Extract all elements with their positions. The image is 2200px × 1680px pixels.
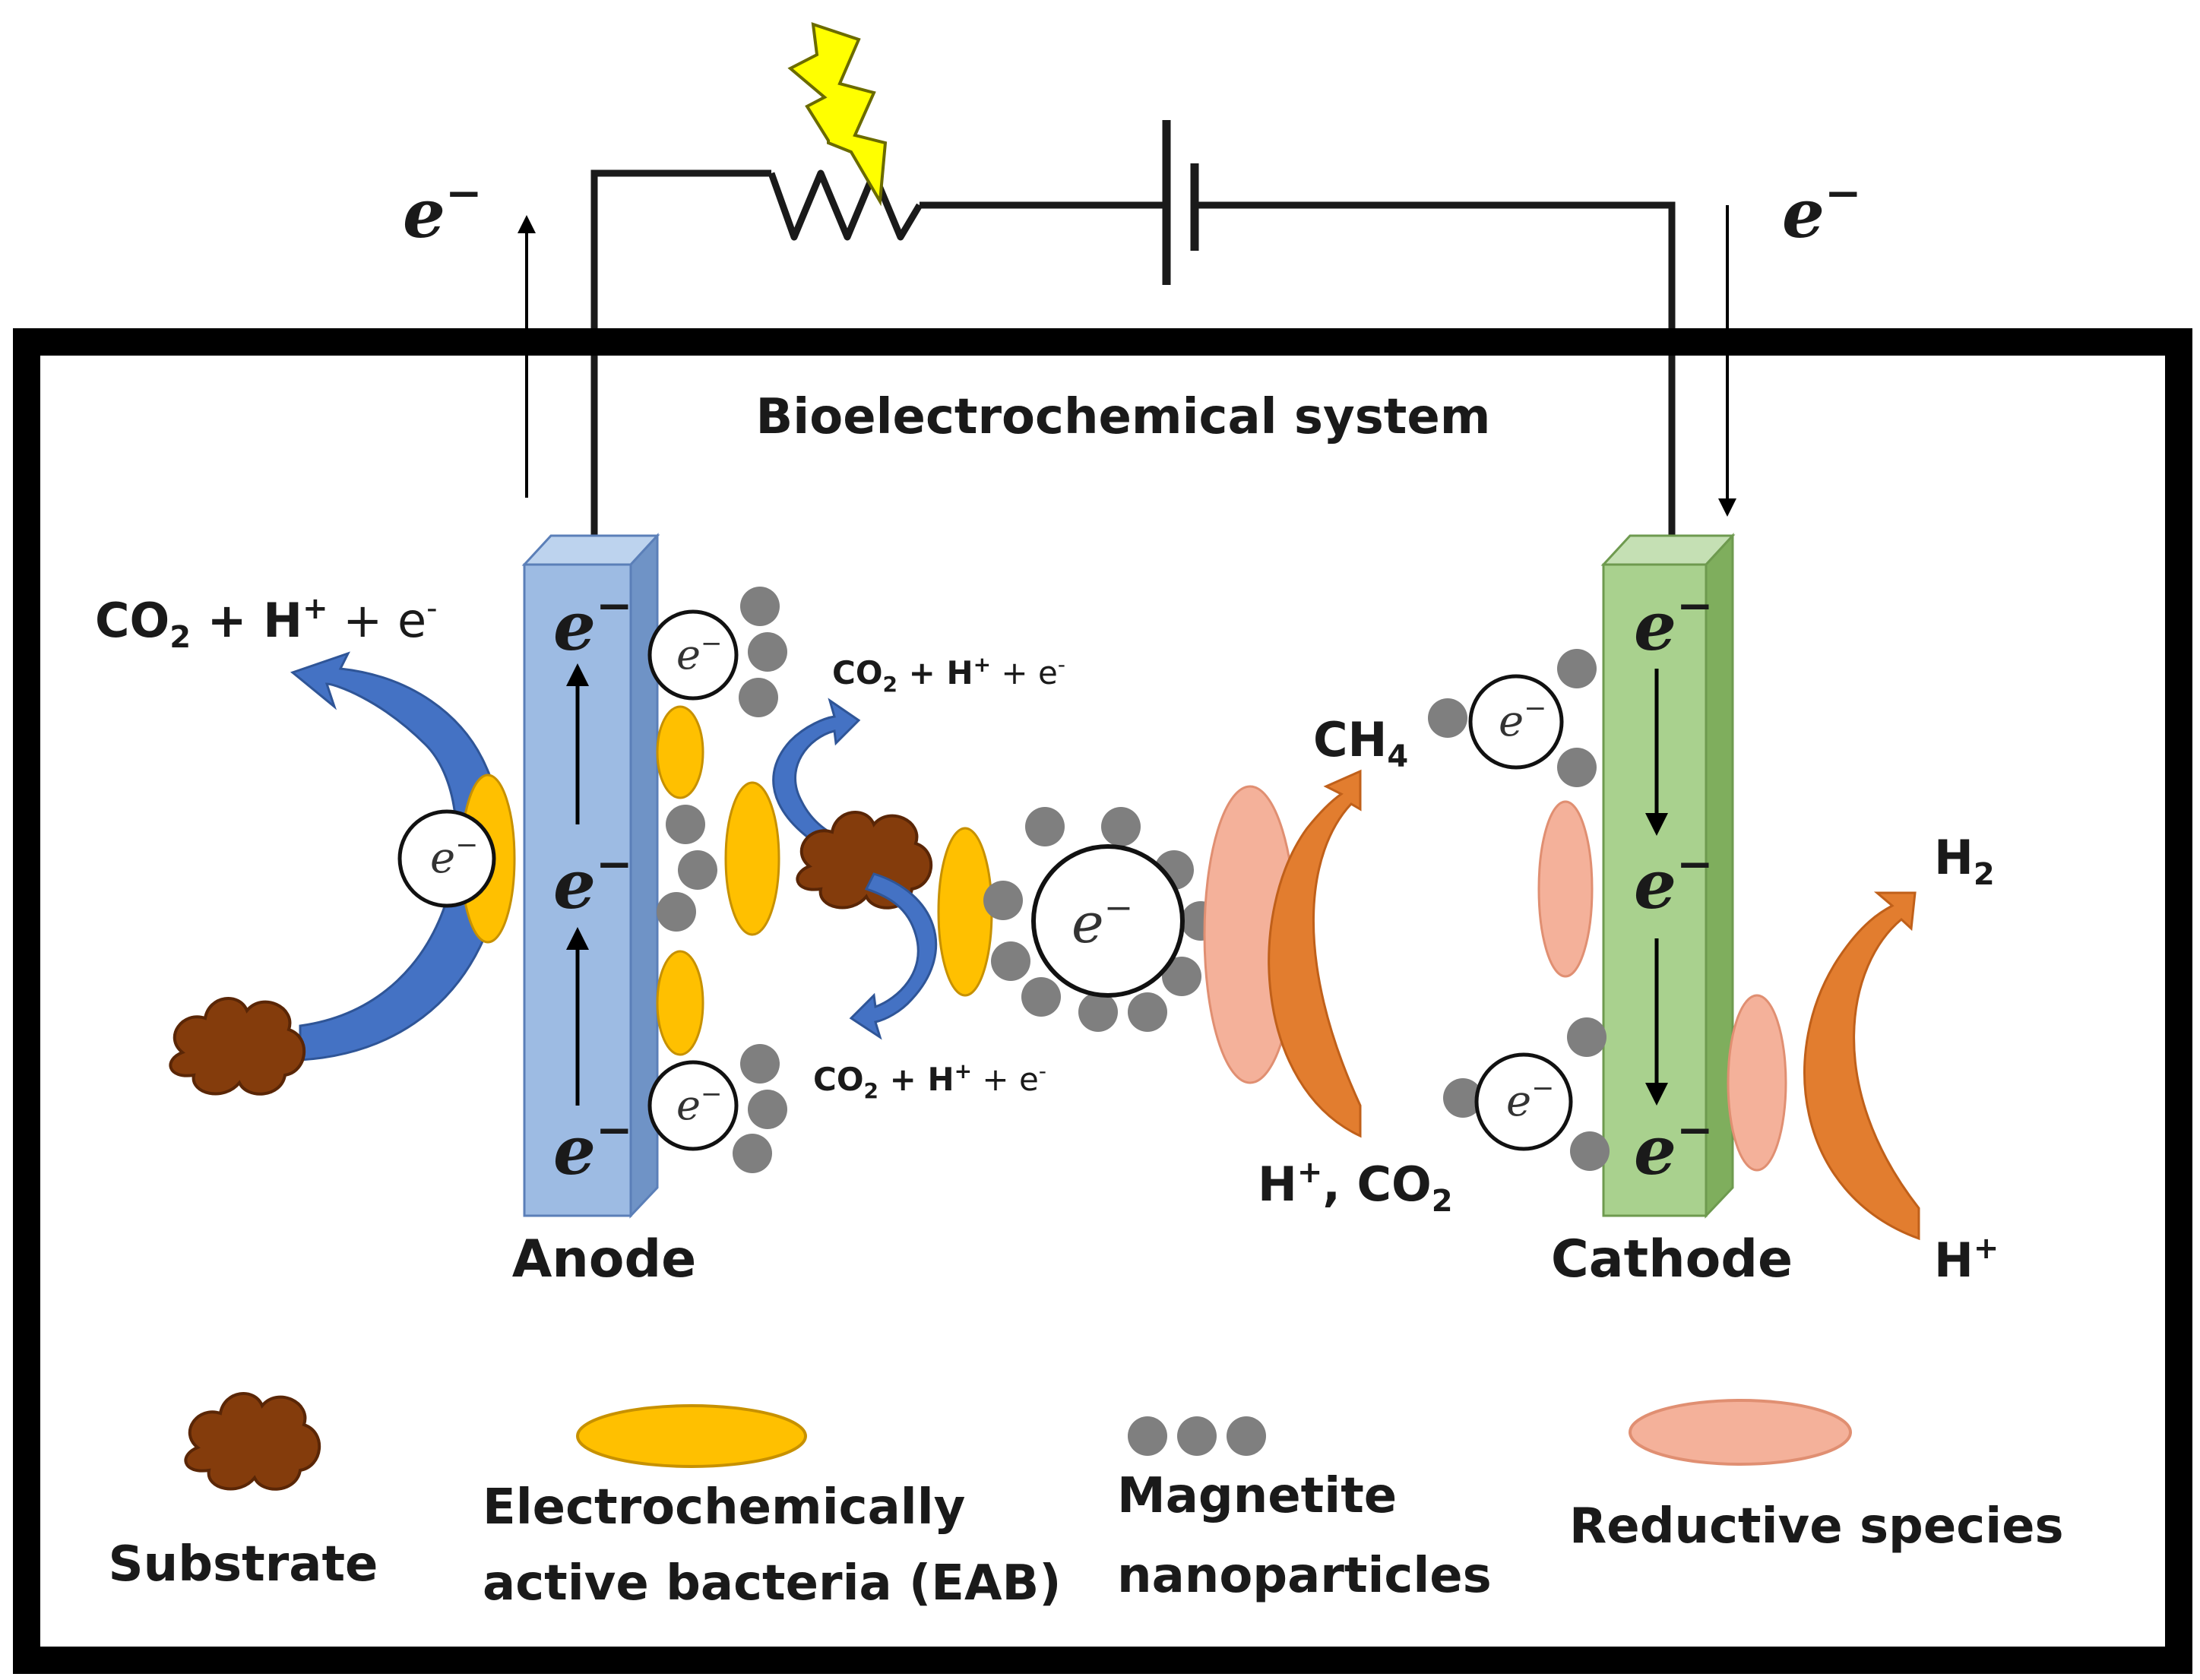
reaction-co2-upper: CO2 + H+ + e- xyxy=(832,652,1065,697)
magnetite-dot xyxy=(1428,698,1467,738)
system-boundary xyxy=(13,328,2192,1674)
cathode: e− e− e− Cathode xyxy=(1551,533,1793,1289)
magnetite-dot xyxy=(678,850,717,890)
reaction-co2-lower: CO2 + H+ + e- xyxy=(813,1058,1046,1103)
cathode-electron-top: e− xyxy=(1634,580,1714,666)
legend-substrate-label: Substrate xyxy=(109,1536,378,1593)
magnetite-dot xyxy=(1101,807,1141,846)
anode-electron-bottom: e− xyxy=(553,1104,633,1190)
electron-label-left: e− xyxy=(403,167,483,253)
left-oxidation: e− CO2 + H+ + e- xyxy=(95,591,516,1096)
electron-bubble xyxy=(647,1060,739,1151)
substrate-blob xyxy=(169,996,306,1096)
anode-electron-mid: e− xyxy=(553,838,633,924)
circuit-wire-right xyxy=(1195,201,1676,536)
legend-reductive-icon xyxy=(1629,1399,1852,1466)
eab-bacterium xyxy=(937,827,993,997)
electron-bubble-label: e− xyxy=(676,628,722,679)
cathode-surroundings: e− e− H2 H+ xyxy=(1428,649,1999,1288)
legend-eab-label-1: Electrochemically xyxy=(483,1479,965,1536)
reductive-species xyxy=(1537,800,1594,978)
electron-bubble xyxy=(397,809,496,908)
orange-arrow-h2 xyxy=(1803,891,1920,1241)
blue-arrow-up-small xyxy=(772,698,861,856)
lightning-bolt-icon xyxy=(787,22,888,207)
magnetite-dot xyxy=(666,805,705,844)
interspecies-transfer: e− CH4 H+, CO2 xyxy=(937,712,1453,1219)
circuit-wire-left xyxy=(590,169,771,536)
product-ch4: CH4 xyxy=(1313,712,1408,774)
electron-bubble-label: e− xyxy=(1499,693,1546,746)
electron-bubble xyxy=(1468,674,1564,770)
anode-biofilm: e− e− CO2 + H+ + e- CO2 + H+ + e- xyxy=(647,587,1065,1173)
magnetite-dot xyxy=(1570,1131,1610,1171)
magnetite-dot xyxy=(733,1134,772,1173)
magnetite-dot xyxy=(1078,992,1118,1032)
legend-eab-label-2: active bacteria (EAB) xyxy=(483,1555,1062,1612)
external-circuit: e− e− xyxy=(403,22,1862,536)
eab-bacterium xyxy=(656,705,704,799)
electron-label-right: e− xyxy=(1782,167,1862,253)
magnetite-dot xyxy=(1021,977,1061,1017)
eab-bacterium xyxy=(656,950,704,1056)
magnetite-dot xyxy=(748,1090,787,1129)
orange-arrow-ch4 xyxy=(1268,769,1362,1138)
legend-magnetite-label-2: nanoparticles xyxy=(1117,1548,1492,1604)
anode-label: Anode xyxy=(512,1229,697,1289)
reductive-species xyxy=(1727,994,1787,1172)
legend-magnetite-dot xyxy=(1177,1416,1217,1456)
cathode-label: Cathode xyxy=(1551,1229,1793,1289)
reaction-co2-left: CO2 + H+ + e- xyxy=(95,591,438,655)
product-h2: H2 xyxy=(1934,830,1995,892)
magnetite-dot xyxy=(1557,748,1597,787)
magnetite-dot xyxy=(1557,649,1597,688)
magnetite-dot xyxy=(657,892,696,932)
legend-eab-icon xyxy=(576,1404,807,1468)
electron-bubble-label: e− xyxy=(1072,887,1133,955)
blue-arrow-down-small xyxy=(849,872,938,1040)
legend-reductive-label: Reductive species xyxy=(1569,1498,2064,1555)
electron-bubble xyxy=(1474,1052,1573,1151)
legend-substrate-icon xyxy=(184,1391,321,1491)
legend-magnetite-dot xyxy=(1227,1416,1266,1456)
magnetite-dot xyxy=(991,941,1030,981)
legend-magnetite-dot xyxy=(1128,1416,1167,1456)
magnetite-dot xyxy=(1128,992,1167,1032)
magnetite-dot xyxy=(983,881,1023,920)
magnetite-dot xyxy=(1025,807,1065,846)
system-title: Bioelectrochemical system xyxy=(756,389,1491,445)
legend-magnetite-label-1: Magnetite xyxy=(1117,1468,1397,1524)
electron-bubble-label: e− xyxy=(430,830,478,883)
electron-bubble xyxy=(647,609,739,701)
magnetite-dot xyxy=(740,587,780,626)
electron-bubble-label: e− xyxy=(676,1079,722,1129)
resistor xyxy=(768,169,923,241)
anode-electron-top: e− xyxy=(553,580,633,666)
reactant-h-co2: H+, CO2 xyxy=(1258,1155,1453,1219)
anode: e− e− e− Anode xyxy=(512,533,697,1289)
magnetite-dot xyxy=(748,632,787,672)
electron-bubble-large xyxy=(1031,844,1185,998)
eab-bacterium xyxy=(724,781,780,936)
legend: Substrate Electrochemically active bacte… xyxy=(109,1391,2064,1612)
magnetite-dot xyxy=(1567,1017,1606,1057)
reactant-h-plus: H+ xyxy=(1934,1231,1999,1288)
cathode-electron-mid: e− xyxy=(1634,838,1714,924)
magnetite-dot xyxy=(740,1044,780,1084)
electron-bubble-label: e− xyxy=(1506,1073,1554,1126)
magnetite-dot xyxy=(739,678,778,717)
cathode-electron-bottom: e− xyxy=(1634,1104,1714,1190)
